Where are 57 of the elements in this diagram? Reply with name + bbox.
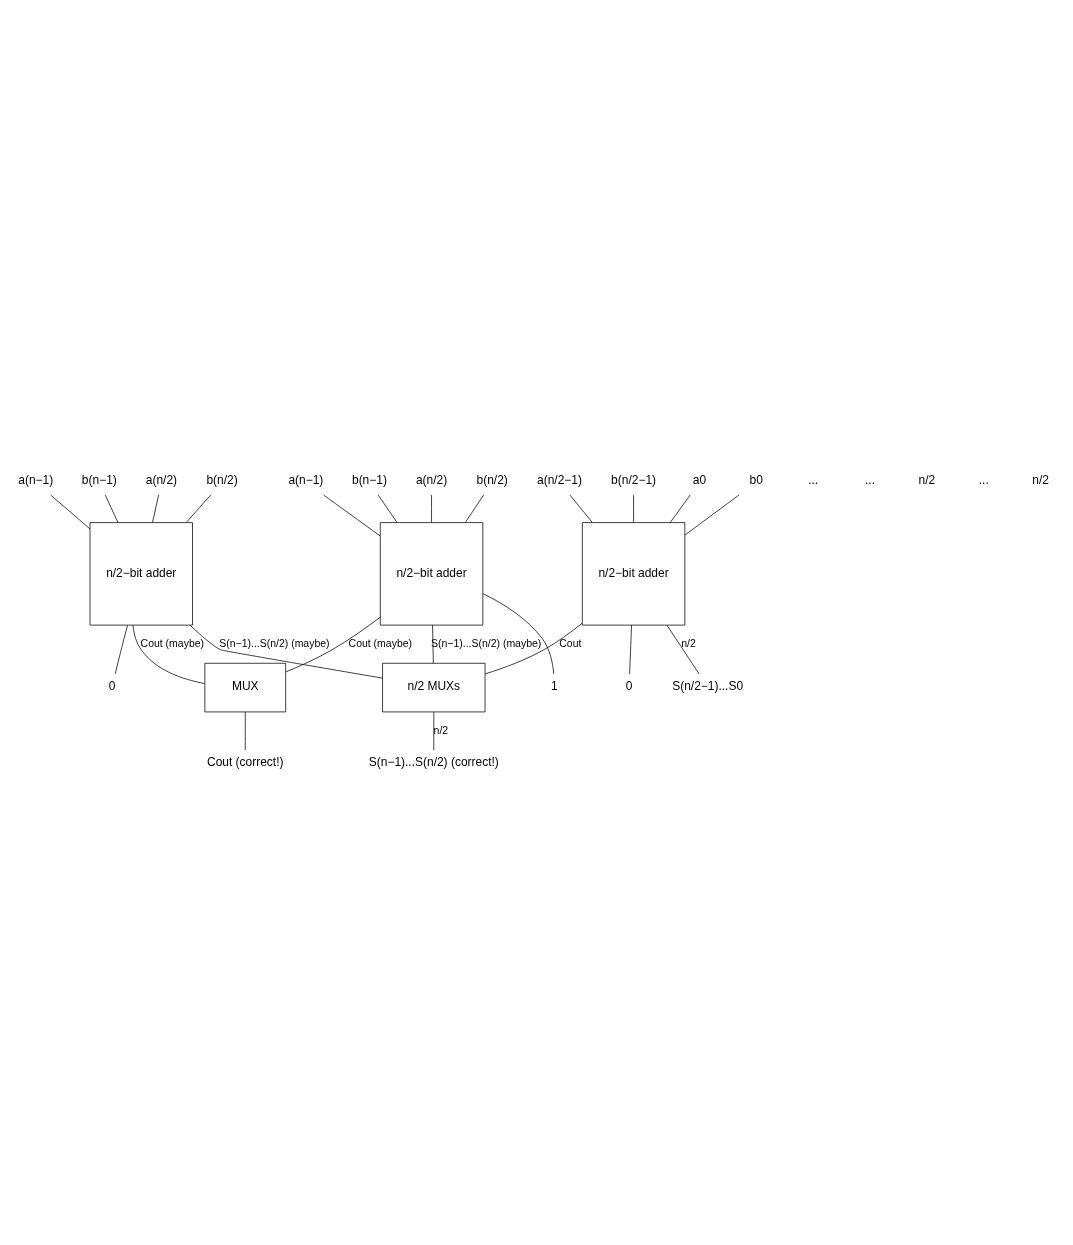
label: ... bbox=[808, 473, 819, 488]
connector bbox=[104, 494, 119, 523]
node-text: b(n/2) bbox=[206, 473, 238, 488]
edge-label: n/2 bbox=[433, 724, 449, 736]
connector bbox=[629, 624, 632, 675]
node-text: b(n/2) bbox=[476, 473, 508, 488]
edge-label: S(n−1)...S(n/2) (maybe) bbox=[219, 637, 330, 649]
connector bbox=[666, 624, 700, 675]
connector bbox=[669, 494, 691, 523]
node-box: n/2−bit adder bbox=[379, 522, 484, 626]
node-text: S(n/2−1)...S0 bbox=[672, 679, 744, 694]
connector bbox=[431, 494, 432, 523]
connector bbox=[323, 494, 381, 537]
node-box: n/2−bit adder bbox=[581, 522, 686, 626]
node-text: a(n/2−1) bbox=[537, 473, 582, 488]
edge-label: Cout (maybe) bbox=[140, 637, 205, 649]
node-text: a(n−1) bbox=[288, 473, 324, 488]
node-text: 0 bbox=[108, 679, 116, 694]
edge-label: Cout bbox=[559, 637, 582, 649]
node-text: a(n/2) bbox=[415, 473, 448, 488]
node-text: b(n−1) bbox=[81, 473, 117, 488]
connector bbox=[482, 593, 555, 675]
label: ... bbox=[978, 473, 989, 488]
connector bbox=[189, 624, 383, 679]
edge-label: Cout (maybe) bbox=[348, 637, 413, 649]
connector bbox=[50, 494, 91, 530]
edge-label: S(n−1)...S(n/2) (maybe) bbox=[431, 637, 542, 649]
connector bbox=[132, 624, 206, 684]
connector bbox=[684, 494, 740, 536]
connector bbox=[285, 616, 381, 673]
node-text: b(n−1) bbox=[351, 473, 387, 488]
label: ... bbox=[865, 473, 876, 488]
node-box: MUX bbox=[204, 662, 287, 713]
connector bbox=[432, 624, 434, 664]
connector bbox=[484, 622, 583, 675]
connector bbox=[152, 494, 159, 523]
node-text: a(n/2) bbox=[145, 473, 178, 488]
node-text: Cout (correct!) bbox=[207, 755, 284, 770]
connector bbox=[185, 494, 212, 523]
edge-label: n/2 bbox=[681, 637, 696, 649]
node-text: 1 bbox=[550, 679, 558, 694]
connector bbox=[114, 624, 128, 675]
connector bbox=[377, 494, 398, 523]
connector bbox=[244, 711, 246, 751]
node-text: a(n−1) bbox=[18, 473, 54, 488]
label: n/2 bbox=[1032, 473, 1049, 488]
node-text: b0 bbox=[749, 473, 763, 488]
node-text: 0 bbox=[625, 679, 633, 694]
node-box: n/2 MUXs bbox=[382, 662, 486, 713]
node-text: S(n−1)...S(n/2) (correct!) bbox=[368, 755, 499, 770]
node-text: a0 bbox=[692, 473, 707, 488]
connector bbox=[569, 494, 593, 523]
node-box: n/2−bit adder bbox=[89, 522, 193, 626]
label: n/2 bbox=[918, 473, 936, 488]
connector bbox=[633, 494, 634, 523]
connector bbox=[464, 494, 484, 523]
node-text: b(n/2−1) bbox=[611, 473, 657, 488]
